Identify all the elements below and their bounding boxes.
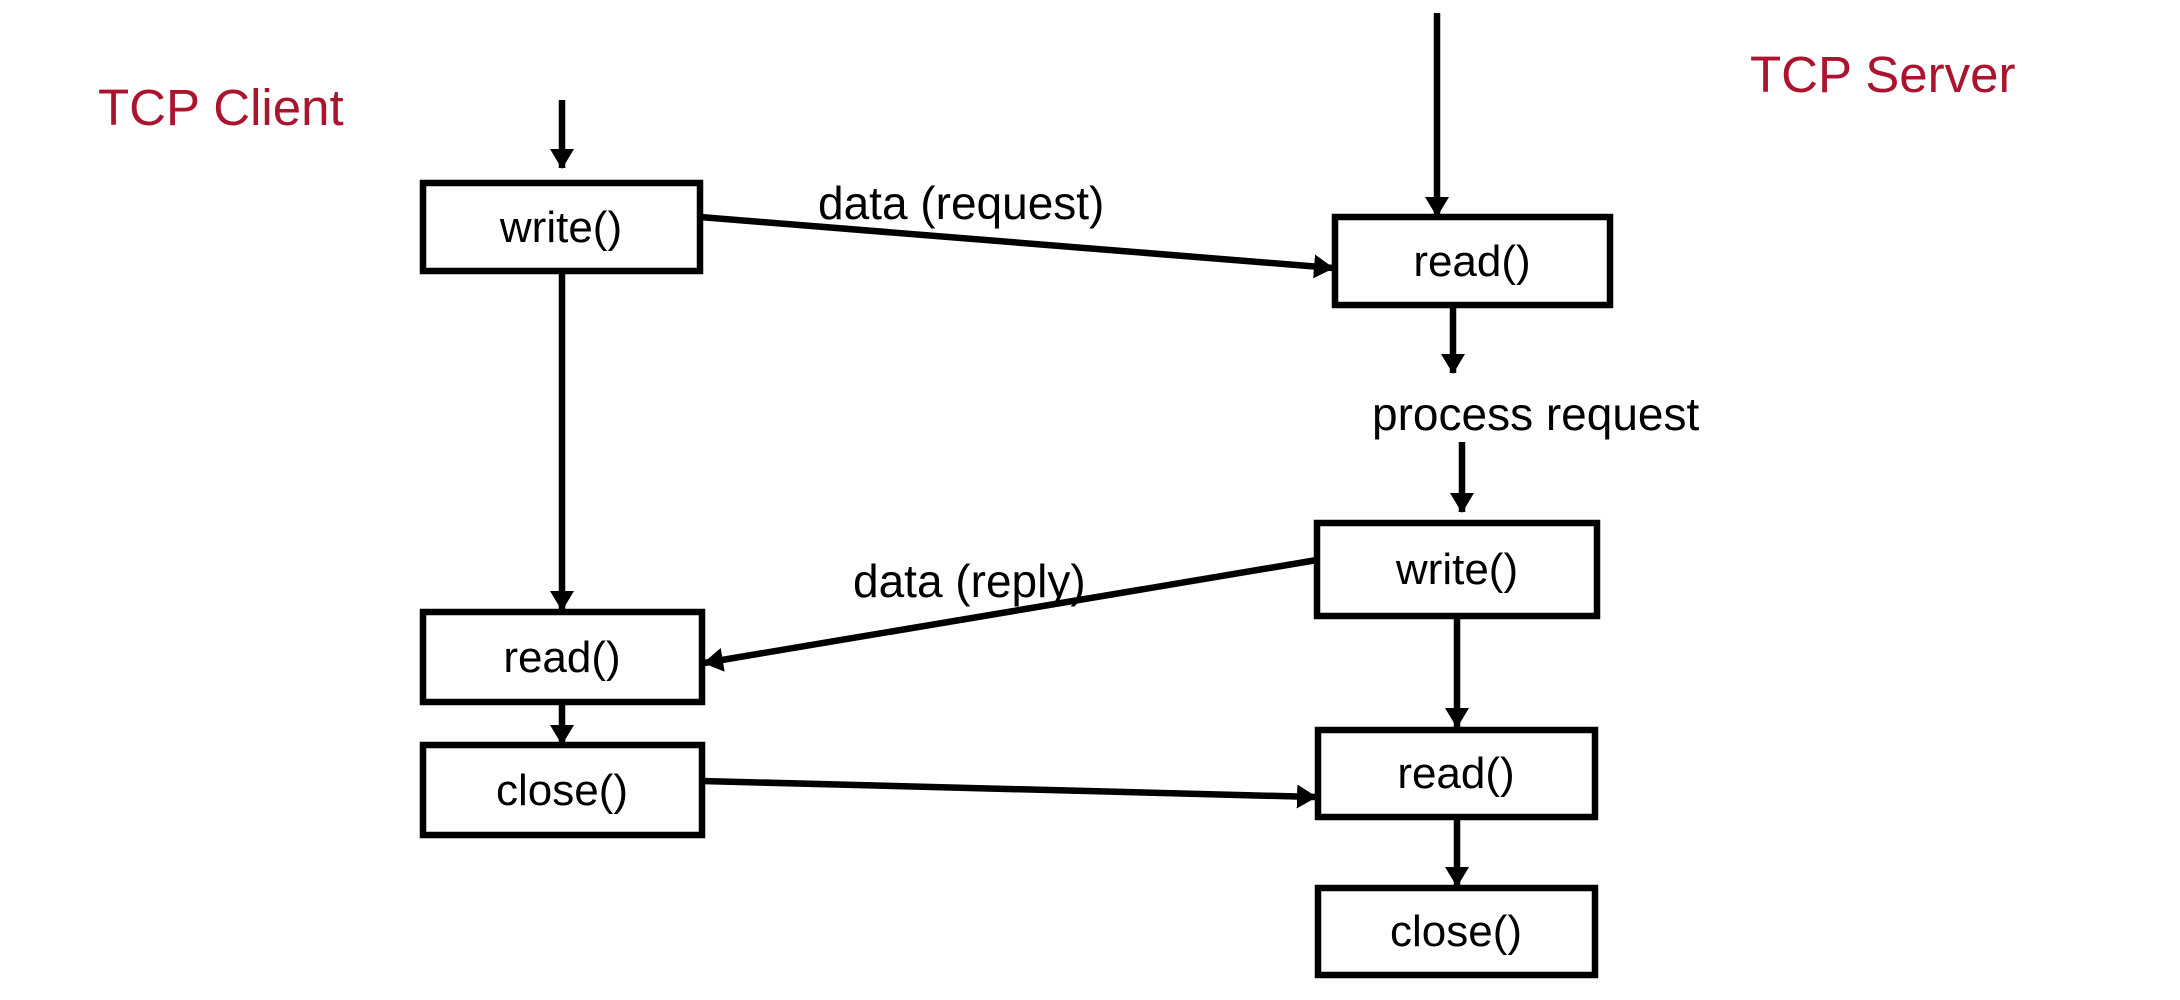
data-request-arrow bbox=[699, 213, 1334, 279]
server-read2-box bbox=[1314, 726, 1599, 821]
client-close-label: close() bbox=[496, 766, 628, 815]
client-write-label: write() bbox=[499, 203, 622, 252]
process-request-label: process request bbox=[1372, 388, 1699, 440]
server-read1-label: read() bbox=[1413, 237, 1530, 286]
client-read-box bbox=[419, 608, 706, 706]
server-write-box bbox=[1313, 519, 1601, 620]
client-write-box bbox=[419, 179, 704, 275]
server-close-box bbox=[1314, 884, 1599, 979]
data-request-label: data (request) bbox=[818, 177, 1104, 229]
server-close-label: close() bbox=[1390, 907, 1522, 956]
data-reply-arrow bbox=[703, 556, 1318, 672]
server-read2-label: read() bbox=[1397, 749, 1514, 798]
client-read-label: read() bbox=[503, 633, 620, 682]
server-read1-box bbox=[1331, 213, 1614, 309]
close-to-read-arrow bbox=[701, 777, 1317, 809]
server-write-label: write() bbox=[1395, 545, 1518, 594]
client-close-box bbox=[419, 741, 706, 839]
client-title: TCP Client bbox=[98, 79, 344, 136]
server-title: TCP Server bbox=[1750, 46, 2015, 103]
data-reply-label: data (reply) bbox=[853, 555, 1086, 607]
